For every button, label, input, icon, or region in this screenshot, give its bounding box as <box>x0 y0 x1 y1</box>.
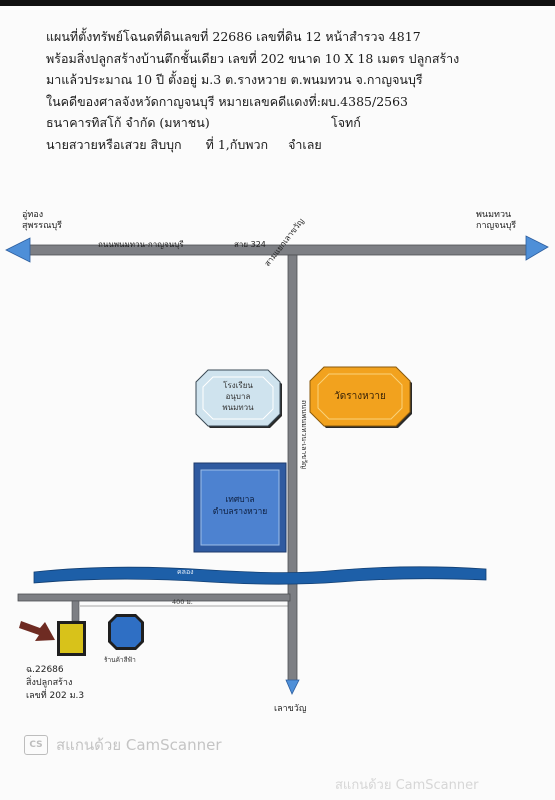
document-header: แผนที่ตั้งทรัพย์โฉนดที่ดินเลขที่ 22686 เ… <box>46 26 551 155</box>
property-label: ฉ.22686 สิ่งปลูกสร้าง เลขที่ 202 ม.3 <box>26 664 84 703</box>
school-marker <box>195 369 281 427</box>
camscanner-watermark: สแกนด้วย CamScanner <box>56 736 222 754</box>
property-lane <box>71 600 80 622</box>
scan-edge <box>0 0 555 6</box>
plaintiff-role: โจทก์ <box>331 115 361 130</box>
west-arrow-icon <box>5 237 31 263</box>
canal <box>33 566 487 585</box>
east-destination: พนมทวน กาญจนบุรี <box>476 210 516 232</box>
defendant-name: นายสวายหรือเสวย สิบบุก <box>46 136 182 152</box>
camscanner-logo: CS <box>24 735 48 755</box>
canal-label: คลอง <box>177 568 194 576</box>
south-destination: เลาขวัญ <box>274 704 307 714</box>
lower-road <box>17 593 291 602</box>
shop-label: ร้านค้าสีฟ้า <box>104 656 136 664</box>
header-line-1: แผนที่ตั้งทรัพย์โฉนดที่ดินเลขที่ 22686 เ… <box>46 29 421 44</box>
road-number-label: สาย 324 <box>234 240 266 249</box>
header-line-6: นายสวายหรือเสวย สิบบุก ที่ 1,กับพวก จำเล… <box>46 134 551 156</box>
temple-marker <box>309 366 411 427</box>
defendant-group: ที่ 1,กับพวก <box>205 136 269 152</box>
temple-label: วัดรางหวาย <box>334 391 386 402</box>
school-label-line-2: อนุบาล <box>225 392 251 401</box>
east-arrow-icon <box>525 235 549 261</box>
school-label-line-1: โรงเรียน <box>223 381 253 390</box>
header-line-5: ธนาคารทิสโก้ จำกัด (มหาชน) โจทก์ <box>46 112 551 134</box>
west-destination-line-1: อู่ทอง <box>22 210 44 220</box>
east-destination-line-2: กาญจนบุรี <box>476 221 517 231</box>
property-pointer-arrow-icon <box>19 621 55 641</box>
property-label-line-2: สิ่งปลูกสร้าง <box>26 678 73 688</box>
west-destination-line-2: สุพรรณบุรี <box>22 221 62 231</box>
shop-marker <box>111 617 141 647</box>
property-marker <box>60 624 83 653</box>
school-label-line-3: พนมทวน <box>222 403 254 412</box>
plaintiff-name: ธนาคารทิสโก้ จำกัด (มหาชน) <box>46 115 210 130</box>
south-arrow-icon <box>285 679 300 695</box>
header-line-2: พร้อมสิ่งปลูกสร้างบ้านตึกชั้นเดียว เลขที… <box>46 50 460 66</box>
school-bevel <box>202 376 274 420</box>
side-road-label: ถนนพนมทวน-เลาขวัญ <box>300 400 308 469</box>
school-label: โรงเรียน อนุบาล พนมทวน <box>203 380 273 413</box>
municipality-label-line-1: เทศบาล <box>225 495 255 505</box>
temple-bevel <box>317 373 403 420</box>
municipality-inner <box>200 469 280 546</box>
municipality-label: เทศบาล ตำบลรางหวาย <box>201 494 279 518</box>
main-road-label: ถนนพนมทวน-กาญจนบุรี <box>98 240 184 249</box>
header-line-4: ในคดีของศาลจังหวัดกาญจนบุรี หมายเลขคดีแด… <box>46 93 409 109</box>
defendant-role: จำเลย <box>288 136 322 152</box>
header-line-3: มาแล้วประมาณ 10 ปี ตั้งอยู่ ม.3 ต.รางหวา… <box>46 72 423 87</box>
property-label-line-3: เลขที่ 202 ม.3 <box>26 691 85 701</box>
camscanner-footer-watermark: สแกนด้วย CamScanner <box>335 778 479 793</box>
side-road <box>287 254 298 684</box>
property-label-line-1: ฉ.22686 <box>26 665 64 675</box>
municipality-label-line-2: ตำบลรางหวาย <box>212 507 268 517</box>
east-destination-line-1: พนมทวน <box>476 210 512 220</box>
distance-label: 400 ม. <box>172 598 193 606</box>
west-destination: อู่ทอง สุพรรณบุรี <box>22 210 62 232</box>
